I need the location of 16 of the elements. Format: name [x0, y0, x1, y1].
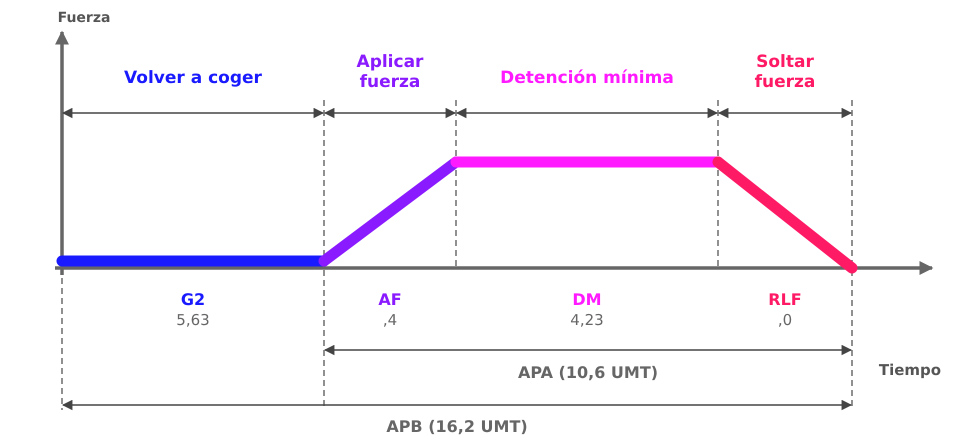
time-value: 5,63	[176, 310, 210, 330]
phase-label: Aplicar fuerza	[356, 52, 424, 92]
time-value: 4,23	[570, 310, 604, 330]
phase-label: Detención mínima	[500, 68, 674, 88]
phase-label: Soltar fuerza	[754, 52, 816, 92]
dimension-label: APB (16,2 UMT)	[386, 417, 528, 437]
axis-label: Tiempo	[878, 360, 942, 380]
element-code: DM	[572, 290, 602, 310]
phase-label: Volver a coger	[124, 68, 262, 88]
axis-label: Fuerza	[58, 9, 110, 28]
element-code: AF	[378, 290, 402, 310]
time-value: ,0	[778, 310, 792, 330]
element-code: RLF	[768, 290, 802, 310]
element-code: G2	[180, 290, 206, 310]
dimension-label: APA (10,6 UMT)	[518, 363, 658, 383]
time-value: ,4	[382, 310, 398, 330]
